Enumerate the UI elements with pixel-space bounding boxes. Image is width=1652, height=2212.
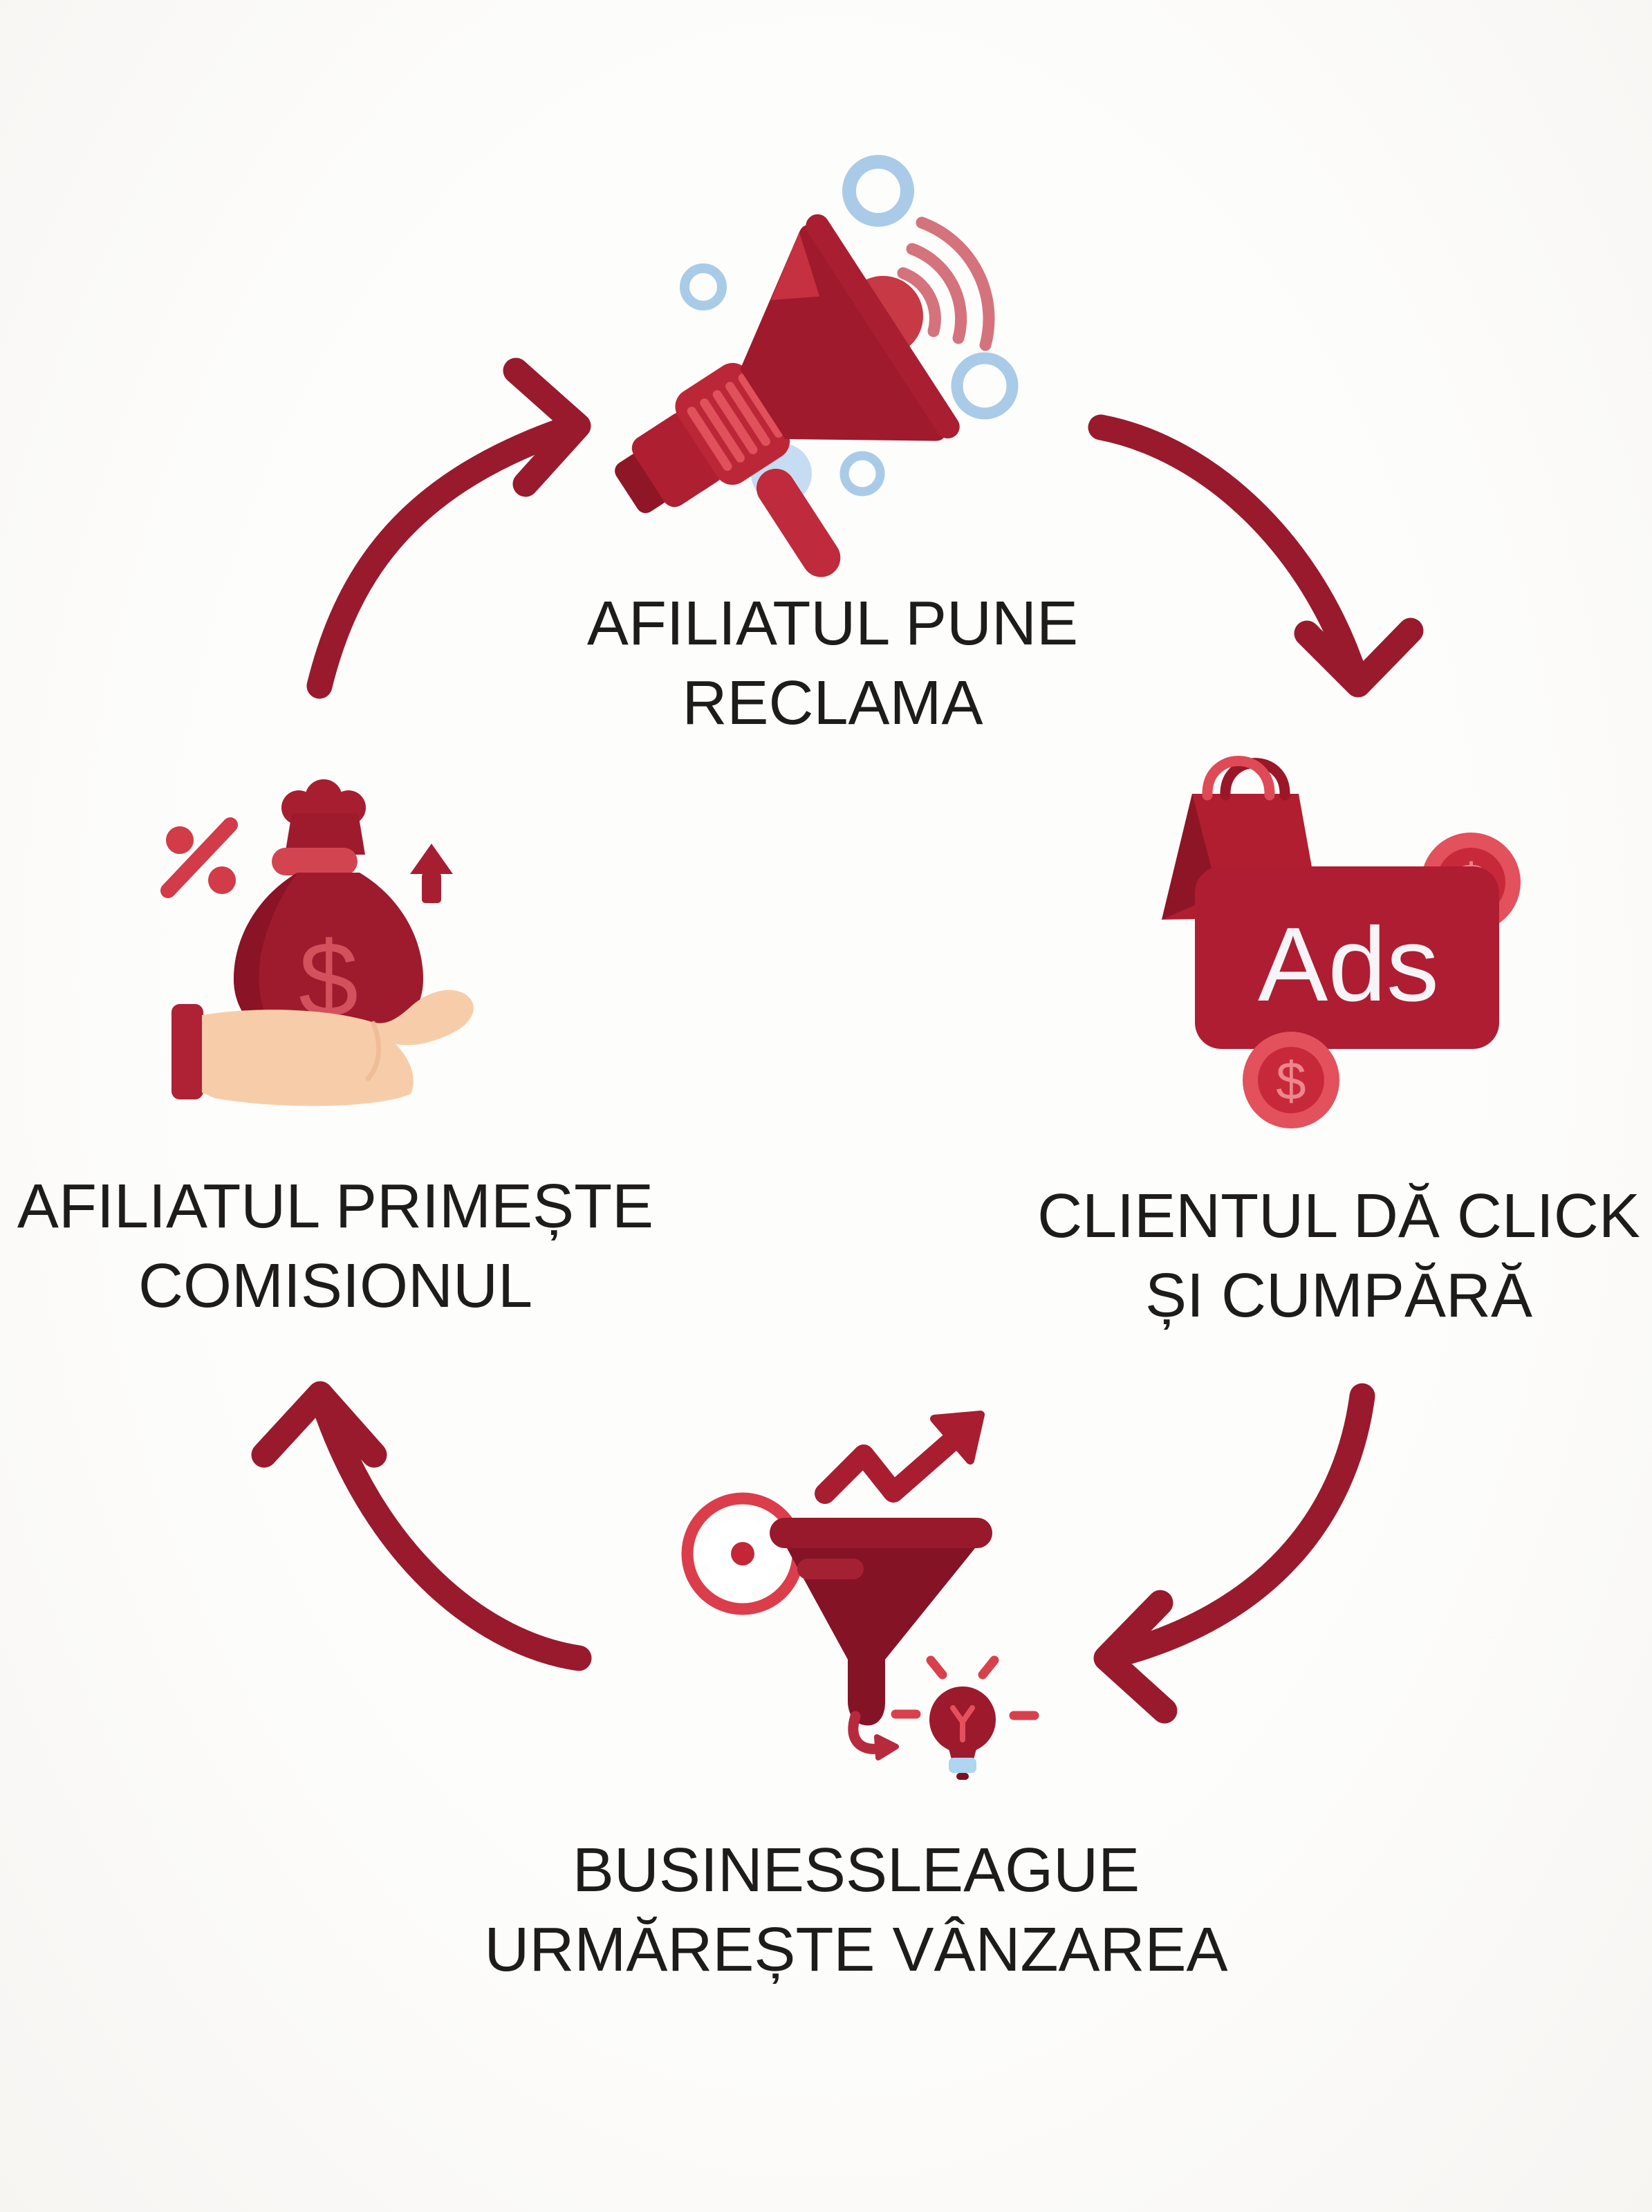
ads-panel: Ads (1195, 866, 1499, 1049)
cycle-arrow-bottom-to-left (251, 1381, 592, 1671)
stage-label-line: BUSINESSLEAGUE (572, 1836, 1140, 1905)
growth-arrow-icon (815, 1411, 985, 1504)
stage-label-top: AFILIATUL PUNE RECLAMA (587, 584, 1078, 743)
stage-label-bottom: BUSINESSLEAGUE URMĂREȘTE VÂNZAREA (484, 1831, 1227, 1990)
cycle-arrow-top-to-right (1088, 414, 1424, 698)
stage-label-line: RECLAMA (682, 669, 983, 738)
dollar-coin-icon: $ (1243, 1032, 1339, 1128)
bubble-icon (680, 263, 727, 310)
gear-icon (681, 1492, 804, 1615)
curved-arrow-icon (848, 1711, 899, 1760)
lightbulb-rays (891, 1655, 1039, 1720)
money-bag-icon: $ (234, 779, 423, 1048)
bubble-icon (839, 451, 885, 496)
stage-label-line: URMĂREȘTE VÂNZAREA (484, 1915, 1228, 1985)
hand-icon (171, 989, 474, 1106)
hand-money-bag-icon: $ (160, 779, 474, 1106)
ads-shopping-bag-icon: $ Ads $ (1162, 756, 1521, 1128)
bubble-icon (842, 155, 914, 227)
cycle-arrow-left-to-top (306, 357, 591, 699)
coin-dollar-symbol: $ (1276, 1050, 1306, 1111)
megaphone-icon (615, 155, 1019, 577)
sound-waves-icon (897, 216, 995, 351)
stage-label-left: AFILIATUL PRIMEȘTE COMISIONUL (17, 1167, 653, 1326)
up-arrow-icon (410, 844, 453, 903)
cycle-arrow-right-to-bottom (1093, 1383, 1375, 1724)
stage-label-line: ȘI CUMPĂRĂ (1144, 1261, 1533, 1330)
stage-label-right: CLIENTUL DĂ CLICK ȘI CUMPĂRĂ (1037, 1177, 1640, 1336)
stage-label-line: COMISIONUL (138, 1252, 533, 1321)
percent-icon (160, 817, 238, 898)
stage-label-line: AFILIATUL PRIMEȘTE (17, 1172, 654, 1241)
bubble-icon (951, 352, 1019, 420)
lightbulb-icon (891, 1655, 1039, 1780)
ads-panel-label: Ads (1258, 906, 1439, 1023)
megaphone-body (615, 214, 960, 577)
stage-label-line: CLIENTUL DĂ CLICK (1037, 1182, 1640, 1251)
stage-label-line: AFILIATUL PUNE (586, 589, 1079, 658)
funnel-body (770, 1518, 992, 1726)
sales-funnel-icon (681, 1411, 1039, 1780)
